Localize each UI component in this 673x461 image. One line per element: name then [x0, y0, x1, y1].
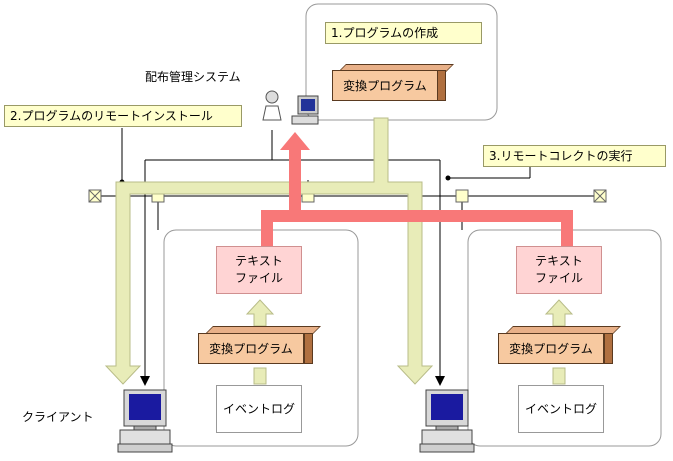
server-program-box: 変換プログラム [332, 70, 438, 101]
left-program-box: 変換プログラム [198, 333, 304, 364]
right-program-cube-side [604, 333, 613, 364]
right-event-log: イベントログ [518, 385, 604, 433]
right-text-file-line1: テキスト [535, 254, 583, 268]
server-pc-icon [291, 95, 319, 125]
right-program-box: 変換プログラム [498, 333, 604, 364]
up-arrows [245, 299, 574, 385]
left-text-file-line2: ファイル [234, 271, 283, 285]
left-text-file: テキスト ファイル [216, 246, 302, 294]
left-event-log: イベントログ [216, 385, 302, 433]
network-nodes [88, 189, 607, 203]
client-pc-right-icon [419, 389, 475, 453]
server-group-box [305, 3, 498, 121]
left-text-file-line1: テキスト [235, 254, 283, 268]
thin-arrowhead-right [435, 376, 445, 386]
admin-person-icon [262, 90, 282, 121]
client-label: クライアント [22, 410, 94, 424]
note3-dot [445, 175, 451, 181]
server-program-cube-side [437, 70, 446, 101]
client-pc-left-icon [117, 389, 173, 453]
server-label: 配布管理システム [145, 70, 241, 84]
right-text-file: テキスト ファイル [516, 246, 602, 294]
note-remote-collect: 3.リモートコレクトの実行 [483, 145, 666, 167]
collect-arrow [261, 132, 573, 248]
install-arrow [104, 117, 434, 385]
thin-arrowhead-left [140, 376, 150, 386]
note-program-creation: 1.プログラムの作成 [325, 22, 482, 44]
left-program-cube-side [304, 333, 313, 364]
note-remote-install: 2.プログラムのリモートインストール [4, 105, 242, 127]
right-text-file-line2: ファイル [534, 271, 583, 285]
